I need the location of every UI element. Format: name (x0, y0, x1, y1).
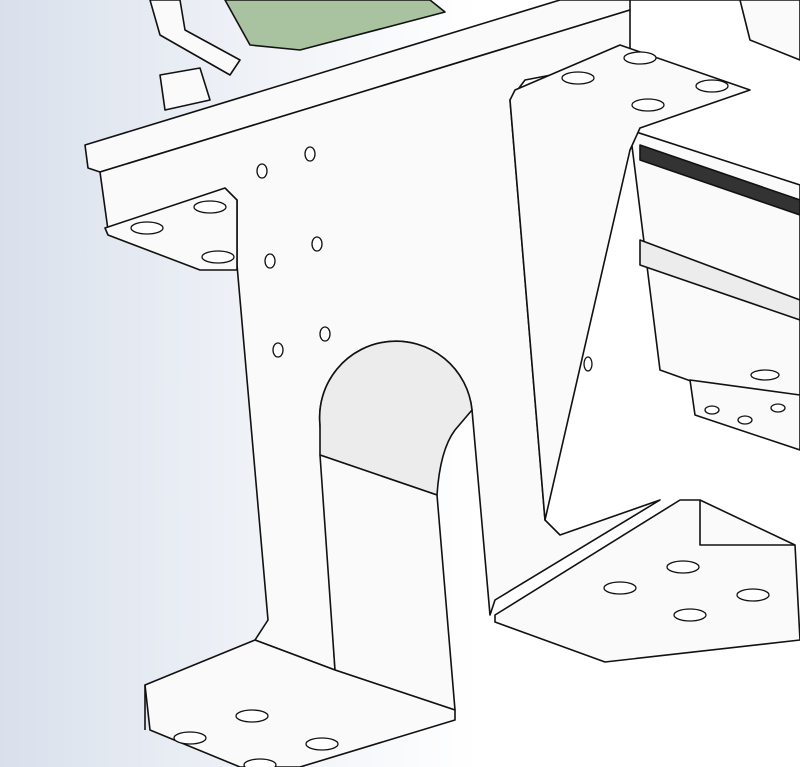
mounting-holes (256, 146, 593, 372)
green-component (224, 0, 446, 51)
right-mechanism (629, 129, 800, 451)
arch-inner (318, 340, 473, 496)
upper-assembly (149, 0, 800, 111)
right-foot (494, 499, 800, 663)
